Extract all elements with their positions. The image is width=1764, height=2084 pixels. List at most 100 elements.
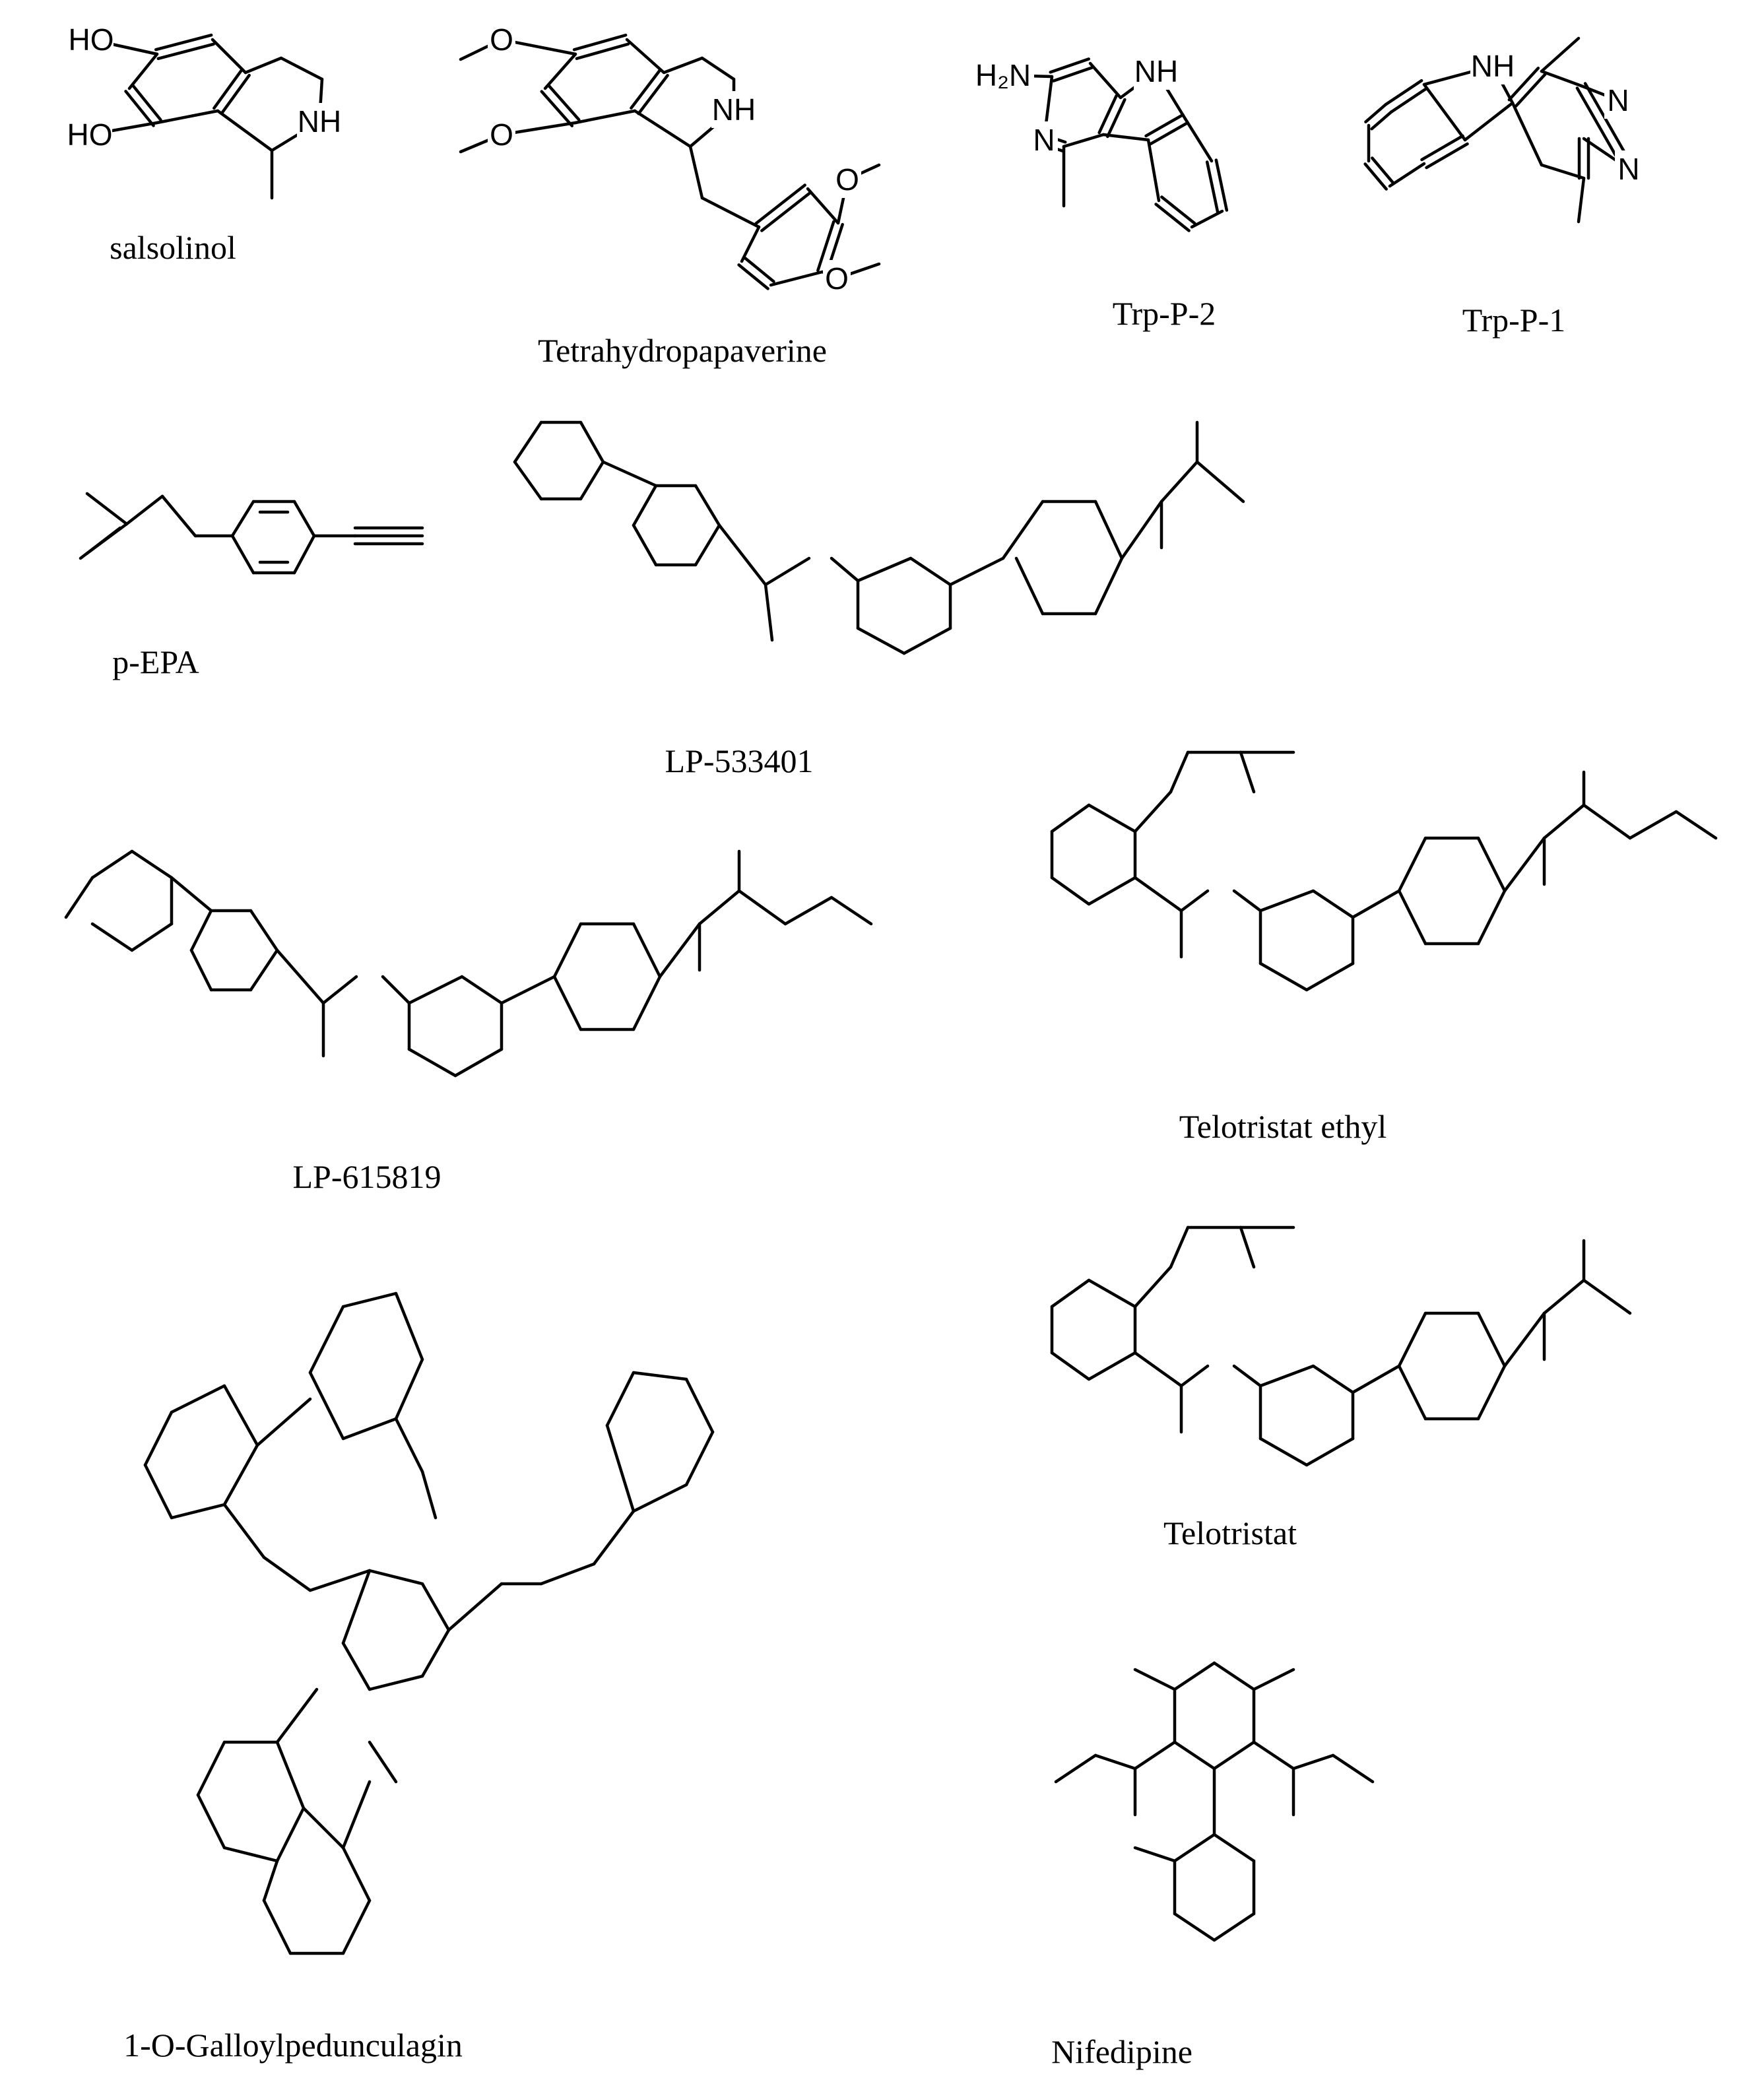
atom-label: NH <box>1471 49 1515 83</box>
bond <box>769 270 824 287</box>
atom-label-background <box>711 91 756 128</box>
bond <box>1577 176 1586 224</box>
structure-tetrahydropapaverine: O O NH O O <box>459 21 881 297</box>
atom-label: NH <box>712 92 756 127</box>
bond <box>1149 121 1189 146</box>
bond <box>1389 86 1429 114</box>
bond <box>1388 162 1426 188</box>
atom-label: O <box>490 22 513 57</box>
bond <box>1097 94 1118 135</box>
bond <box>760 191 812 232</box>
bond <box>1384 79 1423 106</box>
atom-label-background <box>1615 150 1643 187</box>
bond <box>546 84 581 121</box>
atom-label: NH <box>1134 54 1178 88</box>
bond <box>816 220 835 273</box>
atom-label-background <box>488 116 515 153</box>
bond <box>124 90 155 127</box>
bond <box>754 183 806 225</box>
atom-label: O <box>490 117 513 152</box>
structure-p-epa <box>79 492 424 575</box>
atom-label: NH <box>298 104 341 139</box>
bond <box>662 56 704 75</box>
atom-label-background <box>67 116 112 153</box>
bond <box>806 187 840 225</box>
bond <box>155 109 220 125</box>
bond <box>1370 110 1393 131</box>
bond <box>573 109 637 125</box>
atom-label-background <box>69 21 114 58</box>
atom-label-background <box>833 161 861 198</box>
bond <box>1371 156 1395 185</box>
label-trp-p-1: Trp-P-1 <box>1462 302 1566 339</box>
bond <box>743 256 775 283</box>
bond <box>127 52 159 90</box>
bond <box>1183 117 1214 163</box>
bond <box>543 52 577 90</box>
bond <box>540 90 574 127</box>
bond <box>575 42 630 60</box>
label-nifedipine: Nifedipine <box>1051 2033 1192 2070</box>
label-telotristat: Telotristat <box>1163 1514 1297 1551</box>
label-galloylpedunculagin: 1-O-Galloylpedunculagin <box>123 2027 463 2064</box>
bond <box>212 68 244 110</box>
bond <box>244 56 283 75</box>
atom-label-background <box>1470 48 1515 84</box>
atom-label: O <box>825 261 849 296</box>
label-salsolinol: salsolinol <box>110 229 236 266</box>
atom-label: N <box>1617 152 1639 186</box>
bond <box>1144 113 1185 138</box>
bond <box>1106 98 1127 139</box>
atom-label-background <box>972 57 1034 94</box>
bond <box>737 263 769 290</box>
atom-label: HO <box>67 117 113 152</box>
bond <box>1511 101 1544 167</box>
bond <box>1160 195 1196 225</box>
bond <box>154 33 213 51</box>
bond <box>279 56 324 81</box>
bond <box>1514 73 1547 108</box>
bond <box>1363 162 1388 191</box>
atom-label-background <box>297 103 342 140</box>
label-tetrahydropapaverine: Tetrahydropapaverine <box>538 332 827 369</box>
structure-lp-615819 <box>64 849 873 1078</box>
atom-label: HO <box>69 22 114 57</box>
bond <box>1062 133 1105 148</box>
bond <box>688 145 704 200</box>
bond <box>637 73 669 115</box>
label-lp-533401: LP-533401 <box>665 742 814 779</box>
bond <box>630 68 662 110</box>
structure-telotristat-ethyl <box>1050 750 1718 992</box>
bond <box>1205 160 1220 214</box>
structure-lp-533401 <box>513 420 1245 655</box>
bond <box>156 42 216 61</box>
structure-nifedipine <box>1054 1661 1375 1942</box>
bond <box>1088 61 1123 100</box>
bond <box>700 56 736 81</box>
bond <box>131 84 162 121</box>
atom-label-background <box>823 260 851 297</box>
bond <box>1540 163 1586 180</box>
structure-telotristat <box>1050 1225 1632 1467</box>
bond <box>1052 66 1094 82</box>
bond <box>1422 82 1467 142</box>
bond <box>1364 103 1387 123</box>
bond <box>1540 69 1583 88</box>
bond <box>1146 138 1161 203</box>
bond <box>1101 133 1150 142</box>
label-telotristat-ethyl: Telotristat ethyl <box>1179 1108 1387 1145</box>
structure-trp-p-1: NH N N <box>1363 36 1643 224</box>
bond <box>1049 57 1090 74</box>
bond <box>1214 158 1229 212</box>
label-lp-615819: LP-615819 <box>293 1158 441 1195</box>
bond <box>740 225 761 263</box>
structure-salsolinol: HO HO NH <box>67 21 342 200</box>
bond <box>211 38 247 75</box>
atom-label-background <box>1134 53 1179 90</box>
atom-label: O <box>835 162 859 197</box>
atom-label: H₂N <box>975 58 1031 92</box>
atom-label: N <box>1607 83 1629 117</box>
extra-structures <box>64 420 1718 1955</box>
